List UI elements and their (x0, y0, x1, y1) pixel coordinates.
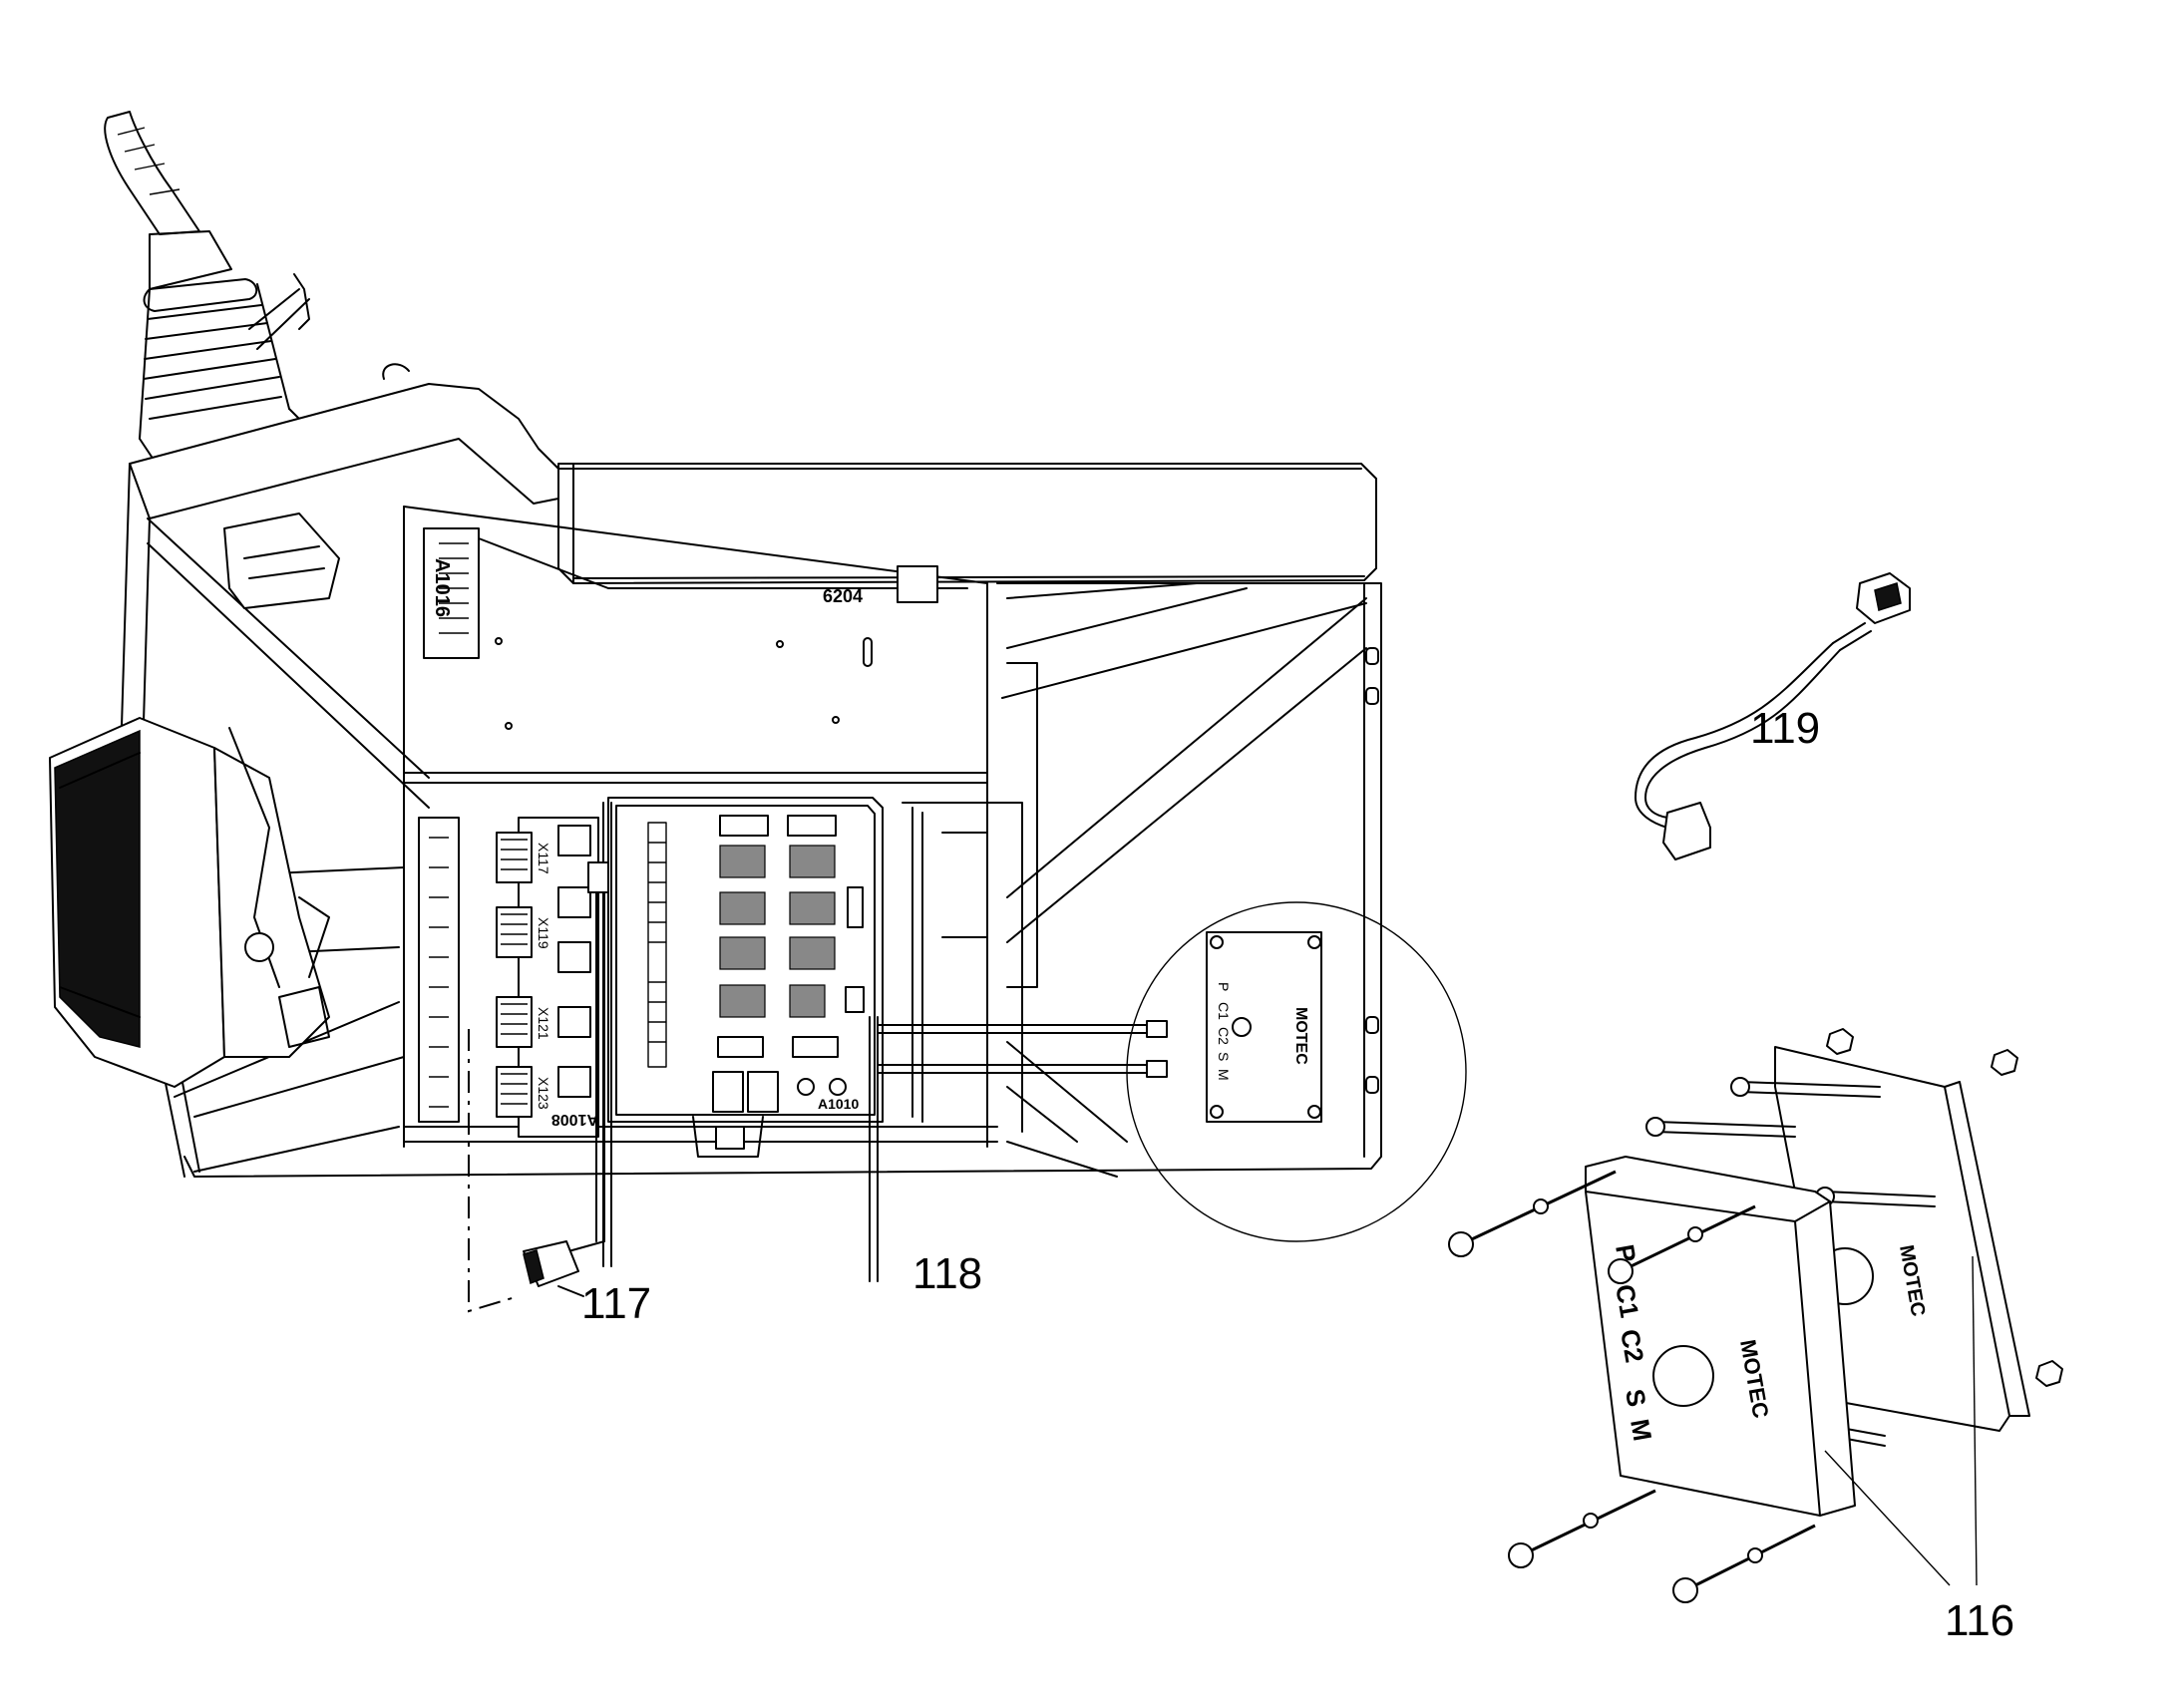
joystick (104, 111, 310, 470)
callout-118: 118 (912, 1249, 982, 1298)
label-x117: X117 (536, 843, 551, 874)
side-control-panel (49, 512, 340, 1088)
board-a1016: A1016 6204 (423, 527, 968, 730)
board-a1008: X117 X119 X121 X123 A1008 (418, 817, 599, 1138)
front-bracket-label-s: S (1620, 1387, 1652, 1409)
label-a1008: A1008 (551, 1111, 598, 1128)
module-label-motec: MOTEC (1292, 1007, 1309, 1065)
motec-module-installed: MOTEC P C1 C2 S M (1206, 931, 1322, 1123)
internal-harness (602, 662, 1168, 1277)
module-label-c2: C2 (1216, 1027, 1232, 1045)
module-label-s: S (1216, 1052, 1232, 1061)
board-a1010: A1010 (607, 797, 884, 1158)
front-bracket-label-m: M (1625, 1417, 1657, 1444)
connector-x117: X117 (496, 832, 551, 883)
callout-116: 116 (1945, 1596, 2014, 1645)
label-x119: X119 (536, 917, 551, 949)
module-label-c1: C1 (1216, 1002, 1232, 1020)
connector-x119: X119 (496, 906, 551, 958)
module-label-m: M (1216, 1069, 1232, 1081)
part-117-connector (468, 861, 609, 1313)
label-part-no: 6204 (823, 586, 863, 606)
connector-x121: X121 (496, 996, 551, 1048)
callout-119: 119 (1750, 704, 1820, 753)
label-x121: X121 (536, 1007, 551, 1040)
label-x123: X123 (536, 1077, 551, 1110)
connector-x123: X123 (496, 1066, 551, 1118)
label-a1016: A1016 (431, 558, 453, 617)
front-bracket-label-c1: C1 (1610, 1282, 1644, 1320)
callout-117: 117 (581, 1279, 651, 1328)
detail-circle (1126, 901, 1467, 1242)
console-housing (117, 363, 1382, 1178)
part-116-mounting-kit: MOTEC P C1 C2 S M MOTEC (1448, 1028, 2063, 1603)
label-a1010: A1010 (818, 1096, 859, 1112)
keypad-array (719, 815, 837, 1018)
part-118-harness (869, 1275, 879, 1282)
part-119-cable (1635, 572, 1911, 860)
front-bracket-label-c2: C2 (1615, 1327, 1649, 1365)
module-label-p: P (1216, 982, 1232, 991)
